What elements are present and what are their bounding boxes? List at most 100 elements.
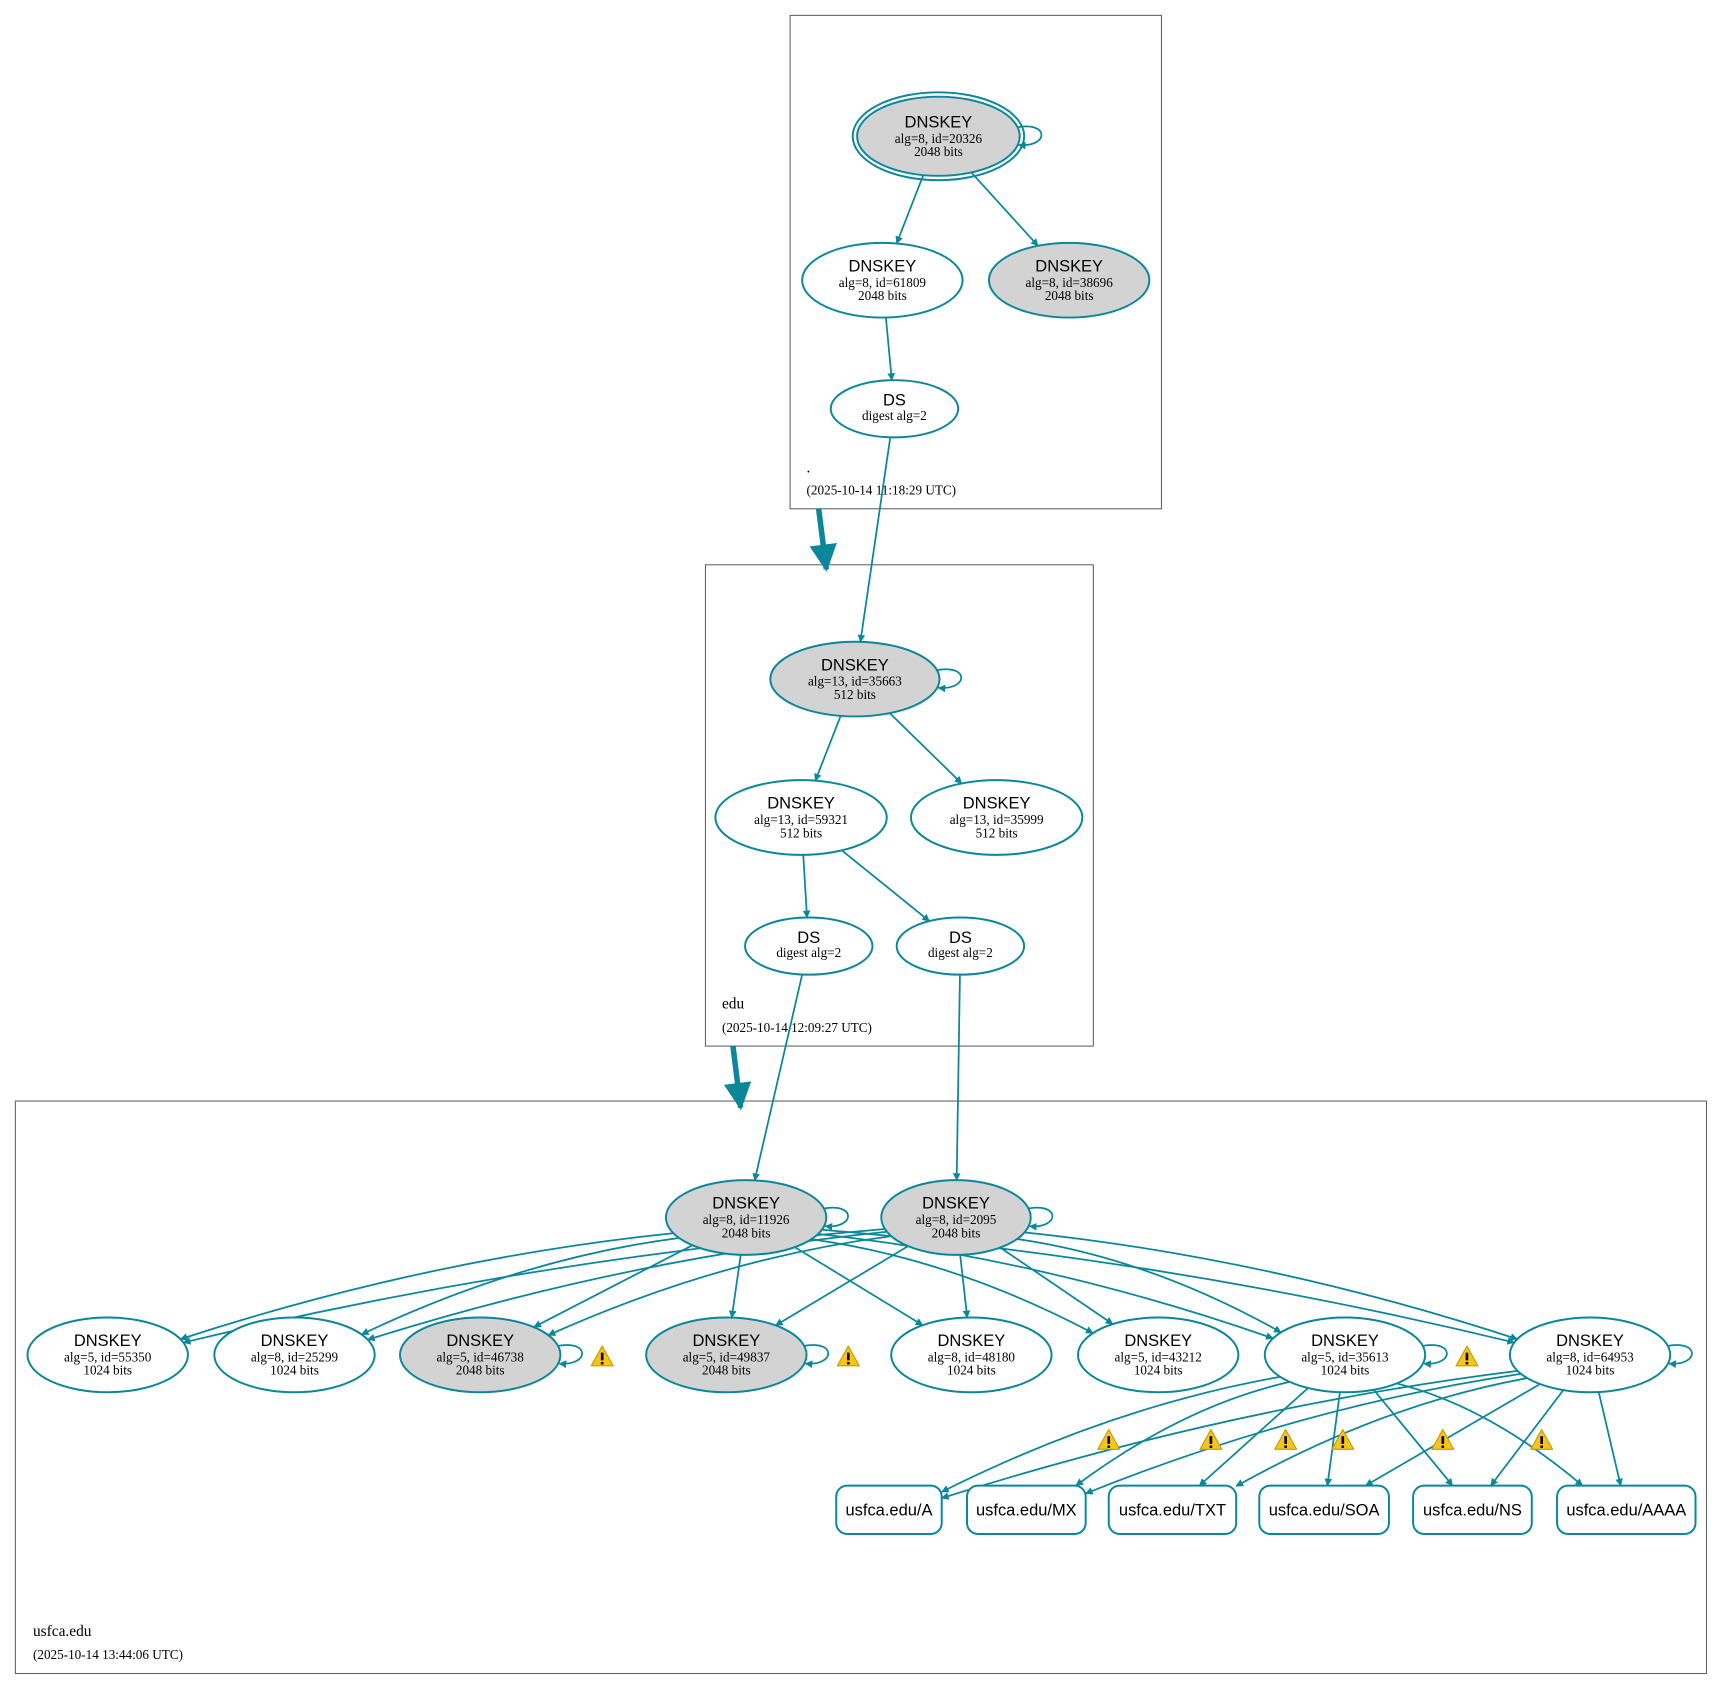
warning-icon[interactable] <box>1199 1429 1223 1450</box>
edge-u64953-to-rrA <box>940 1370 1518 1500</box>
node-type: DS <box>949 929 972 947</box>
rrset-label: usfca.edu/AAAA <box>1566 1501 1686 1519</box>
delegation-arrow-edu-to-usfca <box>723 1045 752 1111</box>
warning-icon[interactable] <box>590 1345 614 1367</box>
warning-icon[interactable] <box>1331 1429 1355 1450</box>
node-shape <box>714 779 888 856</box>
edge-e35663-to-e35999 <box>889 712 963 785</box>
node-shape <box>880 1179 1032 1256</box>
zone-name: . <box>807 459 811 476</box>
edge-u11926-to-u49837 <box>728 1254 742 1319</box>
edge-u49837-to-u49837 <box>803 1344 830 1368</box>
rrset-node-rrSOA[interactable]: usfca.edu/SOA <box>1258 1484 1390 1535</box>
node-detail: alg=13, id=35999 <box>950 812 1044 827</box>
node-key-size: 512 bits <box>780 825 822 840</box>
node-detail: alg=5, id=46738 <box>437 1349 525 1364</box>
node-detail: alg=8, id=11926 <box>703 1212 790 1227</box>
edge-eDS1-to-u11926 <box>752 974 804 1182</box>
edge-u2095-to-u35613 <box>1016 1238 1282 1334</box>
warning-icon[interactable] <box>1530 1429 1554 1450</box>
rrset-shape <box>1258 1484 1390 1535</box>
zone-name: usfca.edu <box>33 1623 92 1640</box>
node-type: DNSKEY <box>849 257 917 275</box>
node-type: DNSKEY <box>261 1332 329 1350</box>
edge-eDS2-to-u2095 <box>952 974 961 1181</box>
delegation-arrow-root-to-edu <box>809 508 837 572</box>
node-shape <box>856 95 1021 177</box>
edge-u2095-to-u48180 <box>959 1254 971 1319</box>
node-key-size: 1024 bits <box>83 1363 132 1378</box>
node-detail: alg=13, id=35663 <box>808 674 902 689</box>
edge-u64953-to-rrTXT <box>1235 1377 1528 1487</box>
node-type: DNSKEY <box>1556 1332 1624 1350</box>
node-type: DS <box>797 929 820 947</box>
edge-u46738-to-u46738 <box>556 1344 583 1368</box>
node-detail: alg=8, id=64953 <box>1546 1349 1634 1364</box>
rrset-shape <box>835 1484 943 1535</box>
node-shape <box>829 379 960 439</box>
node-shape <box>26 1316 189 1394</box>
edge-u64953-to-u64953 <box>1666 1344 1693 1368</box>
node-detail: digest alg=2 <box>862 408 927 423</box>
node-key-size: 512 bits <box>976 825 1018 840</box>
rrset-node-rrTXT[interactable]: usfca.edu/TXT <box>1107 1484 1238 1535</box>
warning-icon[interactable] <box>1455 1345 1479 1367</box>
edge-u11926-to-u11926 <box>822 1206 849 1231</box>
edge-u2095-to-u25299 <box>367 1230 888 1342</box>
node-key-size: 1024 bits <box>947 1363 996 1378</box>
warning-icon[interactable] <box>1274 1429 1298 1450</box>
rrset-label: usfca.edu/TXT <box>1119 1501 1226 1519</box>
node-type: DNSKEY <box>1035 257 1103 275</box>
node-shape <box>213 1316 376 1394</box>
rrset-node-rrAAAA[interactable]: usfca.edu/AAAA <box>1556 1484 1697 1535</box>
node-detail: alg=13, id=59321 <box>754 812 848 827</box>
edge-u64953-to-rrMX <box>1084 1372 1522 1495</box>
node-shape <box>664 1179 828 1256</box>
edge-r61809-to-rDS <box>885 317 896 381</box>
warning-icon[interactable] <box>836 1345 860 1367</box>
rrset-node-rrNS[interactable]: usfca.edu/NS <box>1412 1484 1533 1535</box>
rrset-label: usfca.edu/SOA <box>1269 1501 1380 1519</box>
node-shape <box>1508 1316 1672 1394</box>
node-detail: digest alg=2 <box>928 945 993 960</box>
edge-u64953-to-rrAAAA <box>1597 1391 1623 1487</box>
node-detail: alg=8, id=48180 <box>928 1349 1016 1364</box>
node-detail: alg=8, id=61809 <box>839 275 927 290</box>
node-type: DNSKEY <box>1311 1332 1379 1350</box>
edge-u11926-to-u48180 <box>794 1246 924 1326</box>
warning-icon[interactable] <box>1431 1429 1455 1450</box>
rrset-node-rrA[interactable]: usfca.edu/A <box>835 1484 943 1535</box>
node-shape <box>744 916 874 976</box>
node-shape <box>645 1316 808 1394</box>
node-shape <box>1263 1316 1427 1394</box>
rrset-shape <box>1412 1484 1533 1535</box>
node-detail: alg=5, id=43212 <box>1115 1349 1202 1364</box>
warning-icon[interactable] <box>1097 1429 1121 1450</box>
node-shape <box>895 916 1026 976</box>
edge-u2095-to-u2095 <box>1027 1206 1054 1231</box>
rrset-shape <box>1107 1484 1238 1535</box>
node-type: DNSKEY <box>692 1332 760 1350</box>
rrset-node-rrMX[interactable]: usfca.edu/MX <box>965 1484 1087 1535</box>
node-detail: alg=5, id=55350 <box>64 1349 152 1364</box>
